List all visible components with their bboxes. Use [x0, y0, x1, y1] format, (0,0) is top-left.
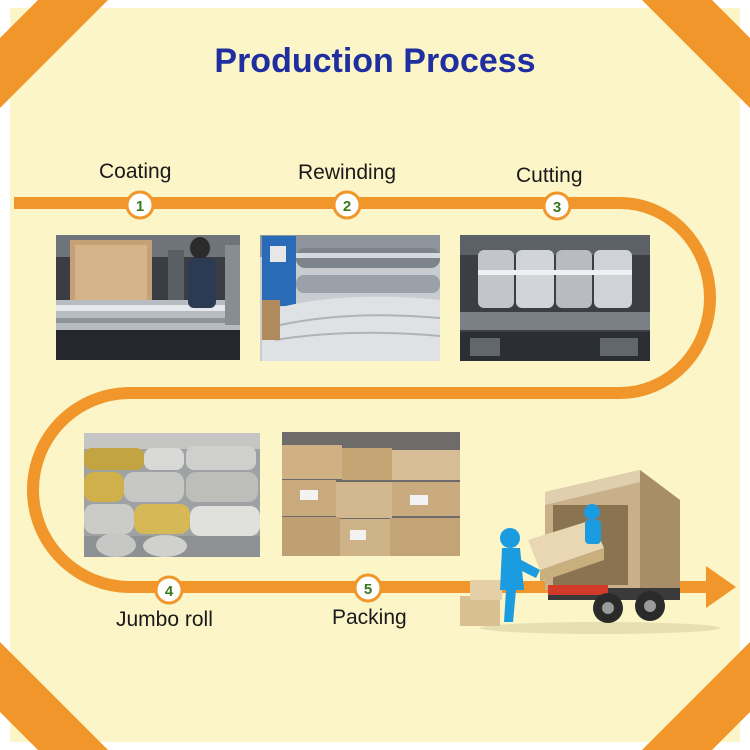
step-label-cutting: Cutting	[516, 164, 583, 187]
svg-text:3: 3	[553, 199, 561, 216]
worker-head	[500, 528, 520, 548]
step-number-4: 4	[154, 575, 184, 605]
page-title: Production Process	[214, 42, 536, 80]
step-label-jumbo-roll: Jumbo roll	[116, 608, 213, 631]
step-label-packing: Packing	[332, 606, 407, 629]
svg-text:4: 4	[165, 583, 174, 600]
rewinding-machine-photo	[260, 235, 441, 361]
step-number-2: 2	[332, 190, 362, 220]
svg-text:2: 2	[343, 198, 351, 215]
corner-ribbon-top-right	[642, 0, 750, 108]
process-path	[14, 197, 716, 593]
corner-ribbon-bottom-left	[0, 642, 108, 750]
step-label-rewinding: Rewinding	[298, 161, 397, 184]
cream-panel	[10, 8, 740, 742]
step-number-3: 3	[542, 191, 572, 221]
svg-text:1: 1	[136, 198, 144, 215]
coating-machine-photo	[56, 235, 240, 360]
delivery-truck-illustration	[460, 470, 720, 634]
corner-ribbon-top-left	[0, 0, 108, 108]
svg-text:5: 5	[364, 581, 372, 598]
path-arrowhead	[706, 566, 736, 608]
step-number-1: 1	[125, 190, 155, 220]
packed-boxes-photo	[282, 432, 460, 556]
step-number-5: 5	[353, 573, 383, 603]
jumbo-rolls-photo	[84, 433, 260, 557]
corner-ribbon-bottom-right	[642, 642, 750, 750]
step-label-coating: Coating	[99, 160, 172, 183]
cutting-rolls-photo	[460, 235, 650, 361]
